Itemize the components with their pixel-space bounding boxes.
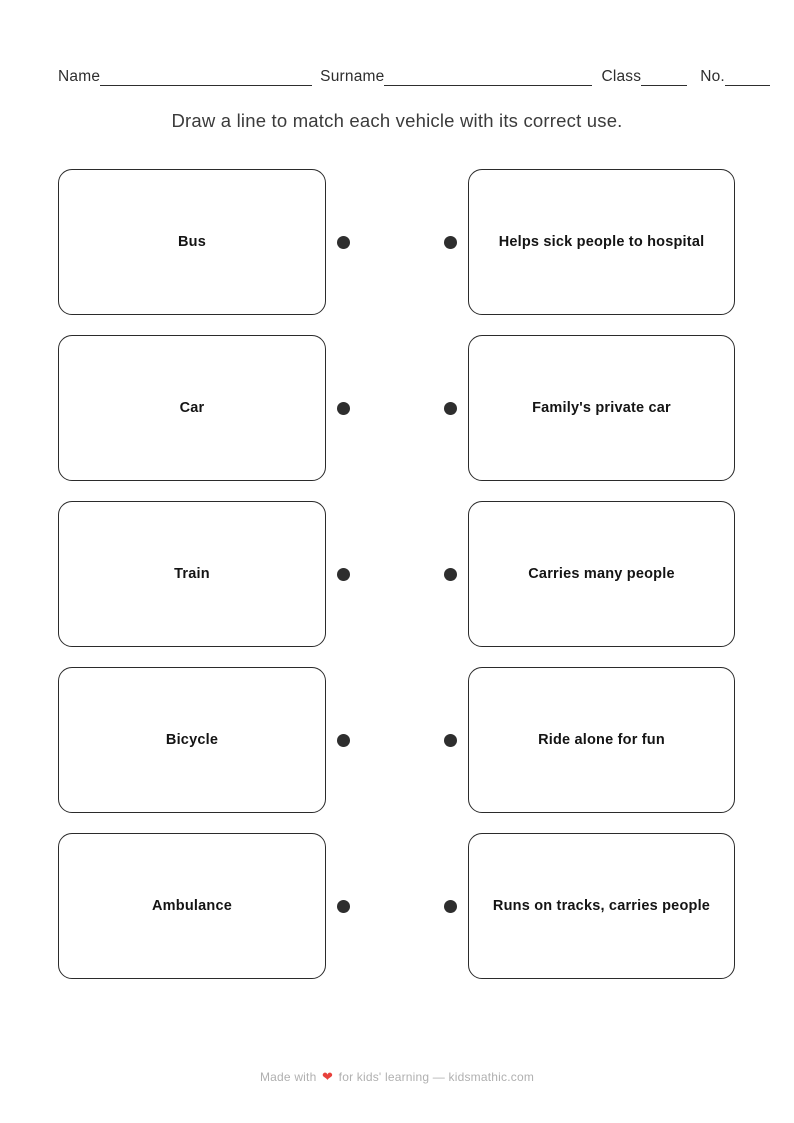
match-row: Bicycle Ride alone for fun bbox=[58, 667, 735, 813]
use-card[interactable]: Helps sick people to hospital bbox=[468, 169, 735, 315]
use-card[interactable]: Carries many people bbox=[468, 501, 735, 647]
page-title: Draw a line to match each vehicle with i… bbox=[171, 110, 623, 131]
match-dot-left[interactable] bbox=[337, 567, 350, 581]
match-dot-right[interactable] bbox=[444, 401, 457, 415]
surname-field-line[interactable] bbox=[384, 70, 593, 86]
match-row: Ambulance Runs on tracks, carries people bbox=[58, 833, 735, 979]
match-row: Car Family's private car bbox=[58, 335, 735, 481]
name-field: Name bbox=[58, 68, 320, 86]
match-dot-right[interactable] bbox=[444, 733, 457, 747]
vehicle-card[interactable]: Train bbox=[58, 501, 326, 647]
vehicle-card[interactable]: Bicycle bbox=[58, 667, 326, 813]
vehicle-card[interactable]: Car bbox=[58, 335, 326, 481]
use-label: Ride alone for fun bbox=[538, 731, 665, 748]
match-row: Train Carries many people bbox=[58, 501, 735, 647]
name-field-line[interactable] bbox=[100, 70, 313, 86]
class-field-line[interactable] bbox=[641, 70, 688, 86]
match-dot-left[interactable] bbox=[337, 733, 350, 747]
use-card[interactable]: Ride alone for fun bbox=[468, 667, 735, 813]
no-field-line[interactable] bbox=[724, 70, 770, 86]
match-dot-left[interactable] bbox=[337, 401, 350, 415]
match-dot-right[interactable] bbox=[444, 235, 457, 249]
surname-label: Surname bbox=[320, 68, 385, 85]
header-fields: Name Surname Class No. bbox=[58, 0, 770, 86]
vehicle-label: Car bbox=[179, 399, 205, 416]
surname-field: Surname bbox=[320, 68, 601, 86]
vehicle-card[interactable]: Bus bbox=[58, 169, 326, 315]
vehicle-label: Bus bbox=[178, 233, 206, 250]
class-field: Class bbox=[601, 68, 700, 86]
vehicle-label: Train bbox=[174, 565, 210, 582]
use-label: Carries many people bbox=[528, 565, 675, 582]
footer-suffix: for kids' learning — kidsmathic.com bbox=[338, 1070, 535, 1084]
vehicle-label: Ambulance bbox=[152, 897, 232, 914]
use-card[interactable]: Runs on tracks, carries people bbox=[468, 833, 735, 979]
name-label: Name bbox=[58, 68, 101, 85]
match-dot-left[interactable] bbox=[337, 235, 350, 249]
match-dot-left[interactable] bbox=[337, 899, 350, 913]
use-label: Runs on tracks, carries people bbox=[492, 897, 711, 914]
match-row: Bus Helps sick people to hospital bbox=[58, 169, 735, 315]
use-label: Helps sick people to hospital bbox=[498, 233, 705, 250]
vehicle-label: Bicycle bbox=[165, 731, 219, 748]
footer-credit: Made with ❤ for kids' learning — kidsmat… bbox=[0, 1069, 794, 1085]
class-label: Class bbox=[601, 68, 642, 85]
match-dot-right[interactable] bbox=[444, 567, 457, 581]
match-dot-right[interactable] bbox=[444, 899, 457, 913]
matching-rows: Bus Helps sick people to hospital Car Fa… bbox=[58, 169, 735, 979]
heart-icon: ❤ bbox=[322, 1069, 334, 1084]
footer-prefix: Made with bbox=[259, 1070, 317, 1084]
use-label: Family's private car bbox=[532, 399, 671, 416]
use-card[interactable]: Family's private car bbox=[468, 335, 735, 481]
no-label: No. bbox=[700, 68, 725, 85]
no-field: No. bbox=[700, 68, 770, 86]
vehicle-card[interactable]: Ambulance bbox=[58, 833, 326, 979]
